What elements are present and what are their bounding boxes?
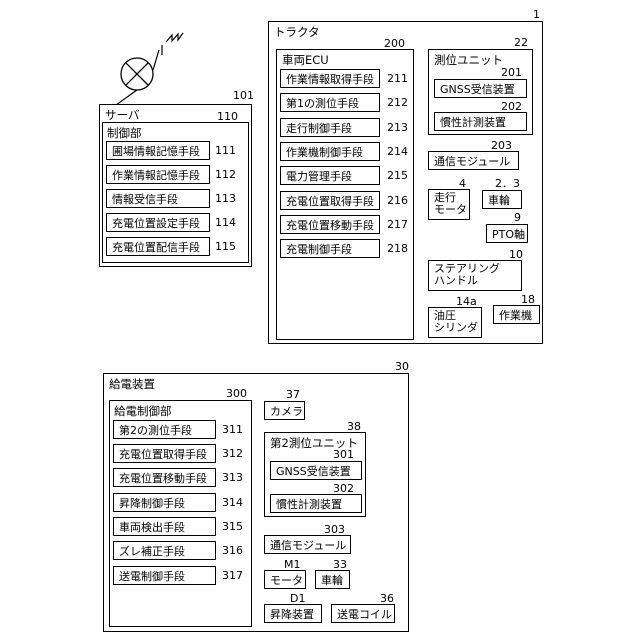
server-item-ref: 112 [215, 168, 236, 181]
pto-ref: 9 [514, 211, 521, 224]
charge-control-title: 給電制御部 [114, 405, 172, 418]
server-item-ref: 113 [215, 192, 236, 205]
ecu-item-power-management: 電力管理手段 [280, 166, 380, 185]
gnss2-ref: 301 [333, 448, 354, 461]
ecu-item-ref: 215 [387, 169, 408, 182]
ecu-item-ref: 211 [387, 72, 408, 85]
ecu-item-ref: 214 [387, 145, 408, 158]
server-item-ref: 114 [215, 216, 236, 229]
tractor-ref: 1 [533, 8, 540, 21]
comm1-module: 通信モジュール [428, 151, 519, 170]
charger-title: 給電装置 [109, 378, 155, 391]
imu2-device: 慣性計測装置 [270, 494, 362, 513]
wheel1: 車輪 [482, 190, 522, 209]
ecu-item-work-info-acquisition: 作業情報取得手段 [280, 69, 380, 88]
charge-item-ref: 316 [222, 544, 243, 557]
charger-ref: 30 [395, 360, 409, 373]
ecu-item-ref: 217 [387, 218, 408, 231]
wheel1-ref: 2．3 [495, 177, 520, 190]
ecu-title: 車両ECU [282, 54, 329, 67]
ecu-item-ref: 212 [387, 96, 408, 109]
gnss2-receiver: GNSS受信装置 [270, 461, 362, 480]
ecu-item-ref: 216 [387, 194, 408, 207]
charge-item-lift-control: 昇降制御手段 [113, 493, 216, 512]
charge-item-ref: 315 [222, 520, 243, 533]
antenna-icon [166, 33, 183, 42]
ecu-item-ref: 218 [387, 242, 408, 255]
cylinder-line2: シリンダ [434, 322, 481, 334]
server-title: サーバ [105, 109, 139, 122]
ecu-item-charge-control: 充電制御手段 [280, 239, 380, 258]
motor2: モータ [264, 570, 306, 589]
charge-item-second-positioning: 第2の測位手段 [113, 420, 216, 439]
globe-icon [121, 58, 153, 90]
pto-shaft: PTO軸 [486, 224, 528, 243]
gnss1-ref: 201 [501, 66, 522, 79]
camera: カメラ [264, 401, 305, 420]
charge-item-charge-position-acquisition: 充電位置取得手段 [113, 444, 216, 463]
ecu-item-charge-position-movement: 充電位置移動手段 [280, 215, 380, 234]
charge-control-ref: 300 [226, 387, 247, 400]
hydraulic-cylinder: 油圧 シリンダ [428, 307, 482, 338]
charge-item-ref: 312 [222, 447, 243, 460]
ecu-item-charge-position-acquisition: 充電位置取得手段 [280, 191, 380, 210]
control-unit-title: 制御部 [107, 127, 142, 140]
implement: 作業機 [493, 305, 540, 324]
charge-item-ref: 313 [222, 471, 243, 484]
camera-ref: 37 [286, 388, 300, 401]
transmission-coil: 送電コイル [331, 604, 395, 623]
ecu-item-ref: 213 [387, 121, 408, 134]
imu1-device: 慣性計測装置 [434, 112, 527, 131]
comm2-module: 通信モジュール [264, 535, 351, 554]
server-item-charge-position-setting: 充電位置設定手段 [106, 213, 210, 232]
charge-item-ref: 311 [222, 423, 243, 436]
server-item-charge-position-distribution: 充電位置配信手段 [106, 237, 210, 256]
wheel2: 車輪 [315, 570, 350, 589]
ecu-item-implement-control: 作業機制御手段 [280, 142, 380, 161]
charge-item-charge-position-movement: 充電位置移動手段 [113, 468, 216, 487]
server-item-ref: 111 [215, 144, 236, 157]
travel-motor-line2: モータ [434, 204, 469, 216]
steering-handle: ステアリング ハンドル [428, 260, 522, 291]
ecu-item-travel-control: 走行制御手段 [280, 118, 380, 137]
lift-device: 昇降装置 [264, 604, 322, 623]
charge-item-ref: 317 [222, 569, 243, 582]
ecu-item-first-positioning: 第1の測位手段 [280, 93, 380, 112]
positioning-unit-title: 測位ユニット [434, 54, 503, 67]
server-item-work-info-storage: 作業情報記憶手段 [106, 165, 210, 184]
gnss1-receiver: GNSS受信装置 [434, 79, 527, 98]
charge-item-vehicle-detection: 車両検出手段 [113, 517, 216, 536]
charge-item-offset-correction: ズレ補正手段 [113, 541, 216, 560]
steering-line2: ハンドル [434, 275, 521, 287]
positioning-unit-ref: 22 [514, 36, 528, 49]
travel-motor: 走行 モータ [428, 189, 470, 220]
charge-item-ref: 314 [222, 496, 243, 509]
network-lines [116, 45, 162, 105]
server-item-ref: 115 [215, 240, 236, 253]
tractor-title: トラクタ [274, 26, 320, 39]
charge-item-power-transmission-control: 送電制御手段 [113, 566, 216, 585]
server-item-field-info-storage: 圃場情報記憶手段 [106, 141, 210, 160]
server-item-info-receiving: 情報受信手段 [106, 189, 210, 208]
server-ref: 101 [233, 89, 254, 102]
